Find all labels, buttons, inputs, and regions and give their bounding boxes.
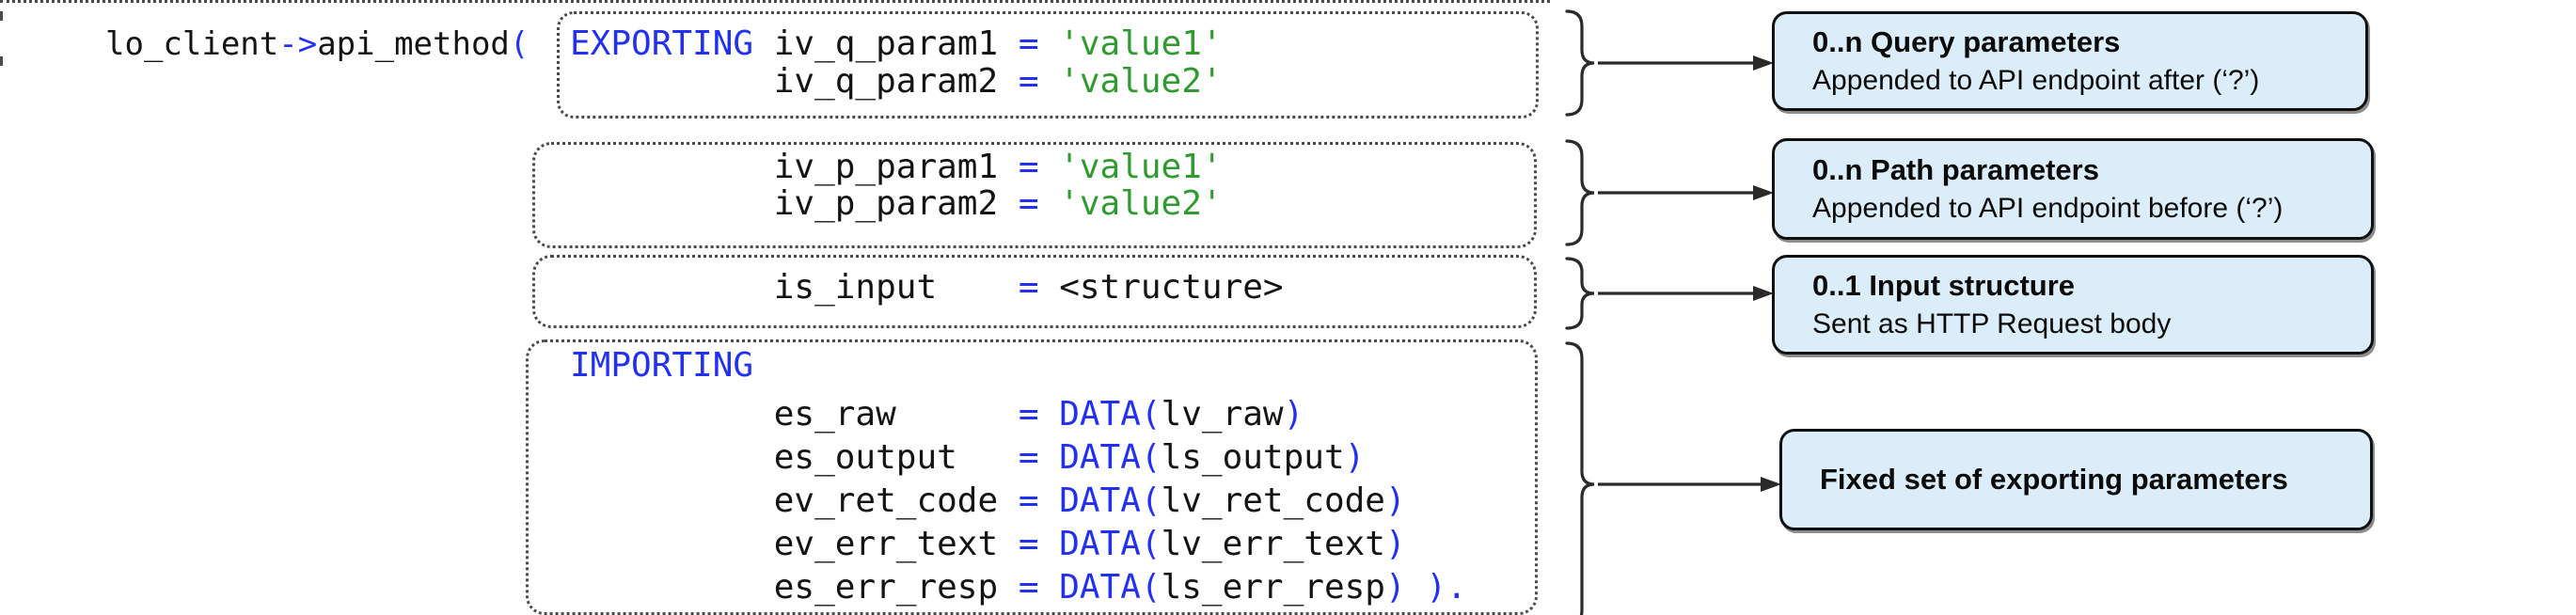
callout-path-parameters: 0..n Path parameters Appended to API end… [1772,138,2374,240]
callout-query-parameters: 0..n Query parameters Appended to API en… [1772,11,2368,111]
callout-path-title: 0..n Path parameters [1812,152,2099,186]
input-structure-box [532,255,1537,328]
callout-exporting-parameters: Fixed set of exporting parameters [1779,429,2373,530]
brace-query-parameters [1565,9,1595,117]
code-line-importing-keyword: IMPORTING [570,346,754,385]
brace-path-parameters [1565,139,1595,246]
arrowhead-query-parameters [1753,55,1774,71]
code-line-es-output: es_output = DATA(ls_output) [570,438,1366,477]
callout-query-title: 0..n Query parameters [1812,24,2121,58]
code-line-ev-ret-code: ev_ret_code = DATA(lv_ret_code) [570,481,1406,520]
callout-path-subtitle: Appended to API endpoint before (‘?’) [1812,192,2284,224]
path-parameters-box [532,142,1537,248]
exporting-parameters-box [526,339,1538,615]
brace-exporting-parameters [1565,341,1595,615]
callout-input-title: 0..1 Input structure [1812,268,2076,302]
brace-input-structure [1565,257,1595,330]
arrowhead-exporting-parameters [1761,477,1781,492]
code-line-path-param1: iv_p_param1 = 'value1' [570,148,1223,186]
callout-query-subtitle: Appended to API endpoint after (‘?’) [1812,64,2260,96]
code-line-input-structure: is_input = <structure> [570,268,1284,307]
query-parameters-box [557,11,1539,118]
code-line-ev-err-text: ev_err_text = DATA(lv_err_text) [570,525,1406,563]
code-line-path-param2: iv_p_param2 = 'value2' [570,184,1223,223]
callout-exporting-title: Fixed set of exporting parameters [1820,463,2288,496]
code-line-query-param1: EXPORTING iv_q_param1 = 'value1' [570,24,1223,63]
arrowhead-input-structure [1753,286,1774,301]
code-line-es-err-resp: es_err_resp = DATA(ls_err_resp) ). [570,568,1467,607]
callout-input-structure: 0..1 Input structure Sent as HTTP Reques… [1772,255,2374,355]
callout-input-subtitle: Sent as HTTP Request body [1812,308,2172,339]
cropped-dotted-line-top [0,0,1550,3]
arrowhead-path-parameters [1753,185,1774,200]
code-line-caller: lo_client->api_method( [105,25,529,63]
code-line-es-raw: es_raw = DATA(lv_raw) [570,395,1304,434]
code-line-query-param2: iv_q_param2 = 'value2' [570,62,1223,101]
cropped-dotted-tick-2 [0,56,3,66]
cropped-dotted-tick-1 [0,11,3,21]
